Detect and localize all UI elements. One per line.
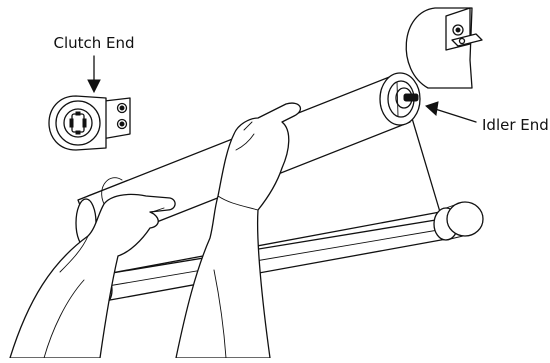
clutch-end-arrow xyxy=(88,56,100,92)
idler-end-label: Idler End xyxy=(482,116,549,134)
bottom-bar-end-knob xyxy=(434,202,483,240)
clutch-end-bracket xyxy=(49,96,130,150)
idler-end-bracket xyxy=(406,8,482,88)
clutch-end-label: Clutch End xyxy=(53,34,134,52)
idler-end-arrow xyxy=(426,102,476,122)
